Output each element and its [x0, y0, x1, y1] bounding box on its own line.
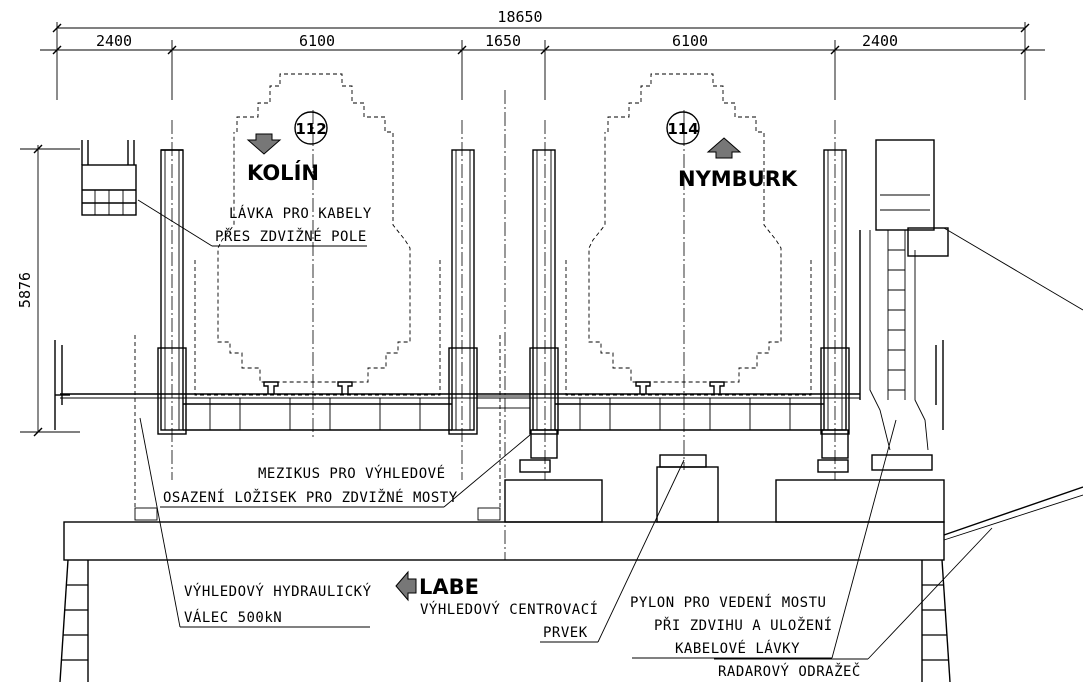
callout-pylon-line2: PŘI ZDVIHU A ULOŽENÍ: [654, 616, 833, 634]
dim-right-outer: 2400: [862, 32, 898, 50]
callout-pylon: PYLON PRO VEDENÍ MOSTU PŘI ZDVIHU A ULOŽ…: [630, 419, 897, 659]
callout-spacer-line2: OSAZENÍ LOŽISEK PRO ZDVIŽNÉ MOSTY: [163, 488, 458, 506]
callout-centering-line1: VÝHLEDOVÝ CENTROVACÍ: [420, 601, 599, 618]
river-name: LABE: [419, 575, 479, 599]
callout-cable-walkway-line2: PŘES ZDVIŽNÉ POLE: [215, 227, 367, 245]
track-number-112: 112: [295, 120, 326, 138]
right-pylon-tower: [859, 139, 949, 451]
pylon-2: [448, 149, 478, 435]
callout-centering-line2: PRVEK: [543, 625, 588, 641]
left-clearance-gauge: [194, 73, 441, 396]
right-clearance-gauge: [565, 73, 812, 396]
callout-cable-walkway: LÁVKA PRO KABELY PŘES ZDVIŽNÉ POLE: [137, 199, 372, 247]
callout-spacer: MEZIKUS PRO VÝHLEDOVÉ OSAZENÍ LOŽISEK PR…: [160, 434, 531, 508]
callout-spacer-line1: MEZIKUS PRO VÝHLEDOVÉ: [258, 465, 446, 482]
cable-walkway-left: [81, 140, 137, 216]
arrow-up-icon: [706, 137, 742, 159]
dimension-chain: 18650 2400 6100 1650 6100 2400 5876: [16, 8, 1045, 437]
deck: [54, 340, 944, 431]
track-label-left: 112 KOLÍN: [246, 111, 328, 185]
dim-left-outer: 2400: [96, 32, 132, 50]
callout-centering: VÝHLEDOVÝ CENTROVACÍ PRVEK: [420, 459, 685, 643]
dim-overall: 18650: [497, 8, 542, 26]
direction-kolin: KOLÍN: [247, 160, 319, 185]
callout-radar: RADAROVÝ ODRAŽEČ: [714, 527, 993, 680]
callout-pylon-line3: KABELOVÉ LÁVKY: [675, 640, 800, 657]
bearings: [134, 454, 933, 521]
arrow-down-icon: [246, 133, 282, 155]
pier: [59, 335, 1083, 682]
dim-height: 5876: [16, 272, 34, 308]
pylon-1: [157, 149, 187, 435]
track-number-114: 114: [667, 120, 698, 138]
callout-hydraulic-line2: VÁLEC 500kN: [184, 609, 282, 626]
callout-radar-text: RADAROVÝ ODRAŽEČ: [718, 662, 861, 680]
dim-right-track: 6100: [672, 32, 708, 50]
callout-hydraulic-line1: VÝHLEDOVÝ HYDRAULICKÝ: [184, 583, 372, 600]
river-label: LABE: [395, 570, 479, 602]
pylon-3: [529, 149, 559, 459]
callout-hydraulic: VÝHLEDOVÝ HYDRAULICKÝ VÁLEC 500kN: [139, 417, 372, 628]
direction-nymburk: NYMBURK: [678, 167, 798, 191]
dim-middle: 1650: [485, 32, 521, 50]
callout-cable-walkway-line1: LÁVKA PRO KABELY: [229, 205, 372, 222]
dim-left-track: 6100: [299, 32, 335, 50]
track-label-right: 114 NYMBURK: [666, 111, 798, 191]
pylons: [157, 149, 850, 459]
arrow-left-icon: [395, 570, 417, 602]
pylon-4: [820, 149, 850, 459]
callout-pylon-line1: PYLON PRO VEDENÍ MOSTU: [630, 594, 826, 611]
